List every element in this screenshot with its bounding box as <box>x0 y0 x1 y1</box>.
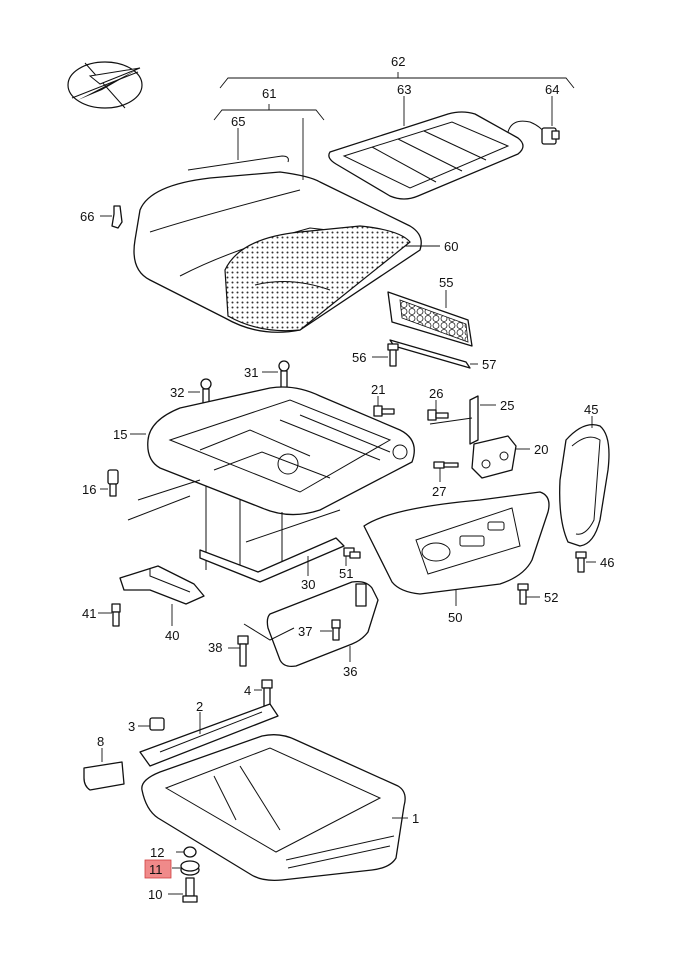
callout-25: 25 <box>500 398 514 413</box>
callout-8: 8 <box>97 734 104 749</box>
bolt-37 <box>320 619 341 641</box>
callout-27: 27 <box>432 484 446 499</box>
highlight-box-11 <box>144 859 172 879</box>
callout-16: 16 <box>82 482 96 497</box>
callout-10: 10 <box>148 887 162 902</box>
callout-60: 60 <box>444 239 458 254</box>
callout-20: 20 <box>534 442 548 457</box>
callout-56: 56 <box>352 350 366 365</box>
callout-62: 62 <box>391 54 405 69</box>
callout-52: 52 <box>544 590 558 605</box>
callout-66: 66 <box>80 209 94 224</box>
clip-8 <box>83 748 125 791</box>
callout-63: 63 <box>397 82 411 97</box>
callout-41: 41 <box>82 606 96 621</box>
callout-labels: 62 61 63 64 65 66 60 55 56 57 31 32 21 2… <box>80 54 614 902</box>
callout-31: 31 <box>244 365 258 380</box>
callout-38: 38 <box>208 640 222 655</box>
callout-55: 55 <box>439 275 453 290</box>
bolt-26 <box>427 400 449 421</box>
bolt-4 <box>254 679 273 707</box>
callout-65: 65 <box>231 114 245 129</box>
callout-36: 36 <box>343 664 357 679</box>
callout-30: 30 <box>301 577 315 592</box>
callout-4: 4 <box>244 683 251 698</box>
bolt-16 <box>100 469 119 497</box>
bolt-27 <box>433 461 459 482</box>
callout-11: 11 <box>149 862 163 877</box>
callout-12: 12 <box>150 845 164 860</box>
bolt-38 <box>228 635 249 667</box>
bolt-32 <box>188 378 212 412</box>
clip-51 <box>343 547 361 566</box>
callout-40: 40 <box>165 628 179 643</box>
seat-pan <box>141 734 408 882</box>
rail-30 <box>199 537 345 583</box>
bracket-62 <box>219 72 575 89</box>
callout-64: 64 <box>545 82 559 97</box>
callout-15: 15 <box>113 427 127 442</box>
bolt-10 <box>168 877 198 903</box>
spacer-11 <box>172 860 200 876</box>
nut-3 <box>138 717 165 731</box>
seat-cushion <box>133 118 440 333</box>
wire-frame <box>243 580 379 668</box>
callout-61: 61 <box>262 86 276 101</box>
callout-50: 50 <box>448 610 462 625</box>
side-trim-panel <box>363 491 550 606</box>
callout-26: 26 <box>429 386 443 401</box>
vent-panel <box>387 290 473 347</box>
bolt-21 <box>373 396 395 417</box>
seat-frame <box>127 386 415 570</box>
callout-3: 3 <box>128 719 135 734</box>
heating-mat <box>328 96 524 200</box>
callout-21: 21 <box>371 382 385 397</box>
washer-12 <box>176 846 197 858</box>
bracket-61 <box>213 104 325 121</box>
callout-1: 1 <box>412 811 419 826</box>
wire-65 <box>187 128 289 171</box>
lever-25 <box>429 395 496 445</box>
bolt-31 <box>262 360 290 396</box>
callout-45: 45 <box>584 402 598 417</box>
callout-32: 32 <box>170 385 184 400</box>
bracket-40 <box>119 565 205 626</box>
bracket-20 <box>471 435 530 479</box>
heater-connector <box>507 96 560 145</box>
bolt-52 <box>517 583 540 605</box>
callout-51: 51 <box>339 566 353 581</box>
callout-46: 46 <box>600 555 614 570</box>
rail-2 <box>139 703 279 767</box>
side-cover <box>559 416 610 547</box>
screw-56 <box>372 343 399 367</box>
clip-66 <box>100 205 123 229</box>
bolt-41 <box>98 603 121 627</box>
callout-57: 57 <box>482 357 496 372</box>
callout-2: 2 <box>196 699 203 714</box>
bolt-46 <box>575 551 596 573</box>
compass-arrow-icon <box>67 61 143 109</box>
callout-37: 37 <box>298 624 312 639</box>
